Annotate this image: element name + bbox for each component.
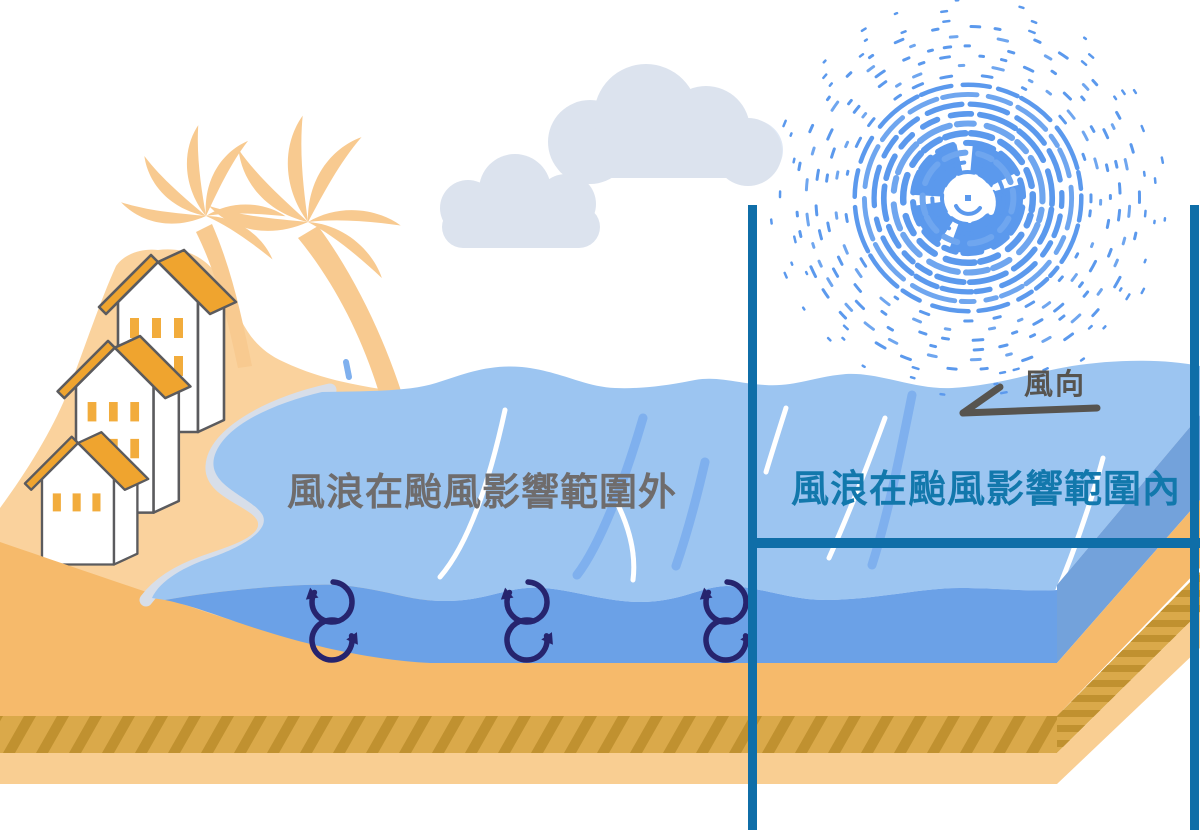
label-wind-direction: 風向 bbox=[1024, 369, 1087, 401]
circulation-arrow-icon bbox=[305, 579, 752, 663]
divider-line-horizontal bbox=[753, 538, 1200, 548]
sand-bottom-layer bbox=[0, 753, 1057, 784]
sand-bottom-side bbox=[1057, 612, 1200, 784]
beach-sand-front bbox=[0, 542, 1057, 716]
ocean-front-face bbox=[165, 584, 1057, 663]
divider-line-left bbox=[748, 205, 757, 830]
typhoon-spiral-icon bbox=[768, 0, 1168, 398]
palm-tree-icon bbox=[121, 115, 402, 396]
label-waves-inside-typhoon: 風浪在颱風影響範圍內 bbox=[791, 469, 1182, 511]
sand-side-face bbox=[1057, 500, 1200, 716]
wind-direction-arrow-icon bbox=[959, 383, 1101, 417]
sand-hatch-stripes bbox=[0, 716, 1057, 753]
sand-hatch-side bbox=[1057, 572, 1200, 753]
divider-line-right bbox=[1190, 205, 1199, 830]
house-icon bbox=[23, 248, 238, 566]
label-waves-outside-typhoon: 風浪在颱風影響範圍外 bbox=[287, 472, 678, 514]
cloud-icon bbox=[440, 64, 782, 248]
